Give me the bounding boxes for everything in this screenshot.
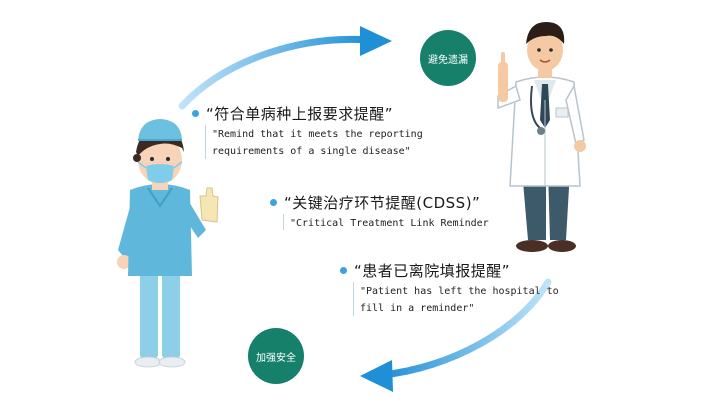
reminder-item-2: “关键治疗环节提醒(CDSS)” "Critical Treatment Lin… <box>270 192 489 232</box>
bullet-dot <box>192 110 199 117</box>
bullet-dot <box>340 267 347 274</box>
badge-avoid-omission: 避免遗漏 <box>420 30 476 86</box>
badge-enhance-safety-label: 加强安全 <box>256 352 296 364</box>
reminder-item-1: “符合单病种上报要求提醒” "Remind that it meets the … <box>192 103 423 160</box>
reminder-1-title: “符合单病种上报要求提醒” <box>206 105 394 123</box>
badge-avoid-omission-label: 避免遗漏 <box>428 54 468 66</box>
bottom-arrow <box>360 278 552 392</box>
nurse-figure <box>117 119 219 368</box>
divider-line <box>205 125 206 159</box>
reminder-1-en-line-1: "Remind that it meets the reporting <box>212 129 423 140</box>
reminder-3-en-line-1: "Patient has left the hospital to <box>360 286 559 297</box>
top-arrow <box>178 26 392 110</box>
divider-line <box>283 214 284 230</box>
bullet-dot <box>270 199 277 206</box>
reminder-1-en-line-2: requirements of a single disease" <box>212 146 411 157</box>
doctor-figure <box>497 22 586 252</box>
divider-line <box>353 282 354 316</box>
reminder-item-3: “患者已离院填报提醒” "Patient has left the hospit… <box>340 260 559 317</box>
reminder-3-en-line-2: fill in a reminder" <box>360 303 475 314</box>
reminder-2-title: “关键治疗环节提醒(CDSS)” <box>284 194 481 212</box>
badge-enhance-safety: 加强安全 <box>248 328 304 384</box>
reminder-3-title: “患者已离院填报提醒” <box>354 262 511 280</box>
reminder-2-en-line-1: "Critical Treatment Link Reminder <box>290 218 489 229</box>
